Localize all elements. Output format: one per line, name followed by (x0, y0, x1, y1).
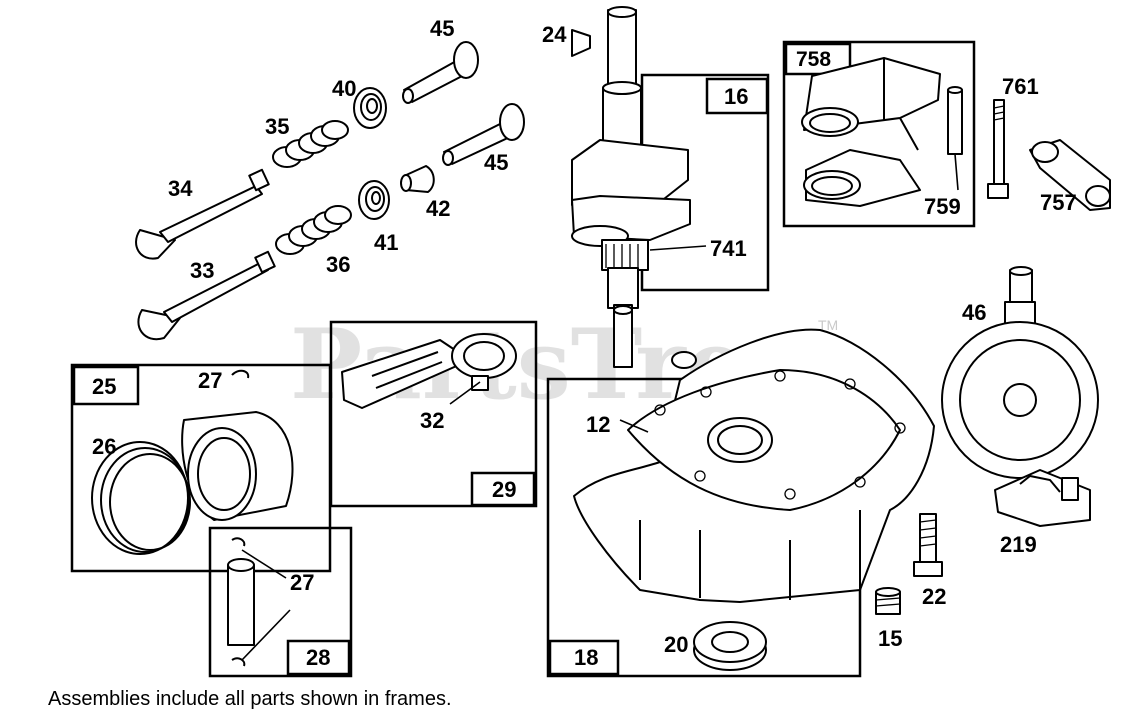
valve-spring-35 (272, 120, 349, 168)
valve-33 (137, 250, 276, 341)
oil-seal-20 (693, 621, 767, 671)
label-45-upper: 45 (430, 16, 454, 41)
label-20: 20 (664, 632, 688, 657)
frame-label-box-25 (72, 365, 140, 406)
label-34: 34 (168, 176, 193, 201)
crankshaft-741 (571, 6, 691, 368)
leader-741 (649, 245, 707, 251)
bolt-761 (987, 99, 1009, 199)
leader-12 (619, 419, 649, 433)
label-41: 41 (374, 230, 398, 255)
label-25: 25 (92, 374, 116, 399)
governor-pin-759 (947, 86, 963, 155)
footer-note: Assemblies include all parts shown in fr… (48, 688, 452, 710)
valve-keeper-42 (400, 165, 435, 193)
label-35: 35 (265, 114, 289, 139)
piston-25 (181, 411, 294, 521)
governor-bracket-758 (801, 57, 941, 207)
label-46: 46 (962, 300, 986, 325)
label-28: 28 (306, 645, 330, 670)
label-27-top: 27 (198, 368, 222, 393)
label-22: 22 (922, 584, 946, 609)
frame-piston-25 (70, 363, 332, 573)
label-26: 26 (92, 434, 116, 459)
frame-label-box-28 (286, 639, 351, 676)
piston-pin-28 (227, 537, 255, 667)
frame-label-box-29 (470, 471, 536, 507)
frame-piston-pin-28 (208, 526, 353, 678)
label-27-bottom: 27 (290, 570, 314, 595)
frame-label-box-18 (548, 639, 620, 676)
valve-34 (135, 168, 270, 260)
camshaft-46 (941, 266, 1099, 479)
crankshaft-key-24 (571, 29, 591, 57)
label-15: 15 (878, 626, 902, 651)
label-757: 757 (1040, 190, 1077, 215)
label-741: 741 (710, 236, 747, 261)
drain-plug-15 (875, 587, 901, 615)
connecting-link-757 (1029, 139, 1111, 211)
leader-32 (449, 381, 481, 405)
valve-spring-36 (275, 205, 352, 255)
tappet-45-lower (442, 103, 525, 166)
label-24: 24 (542, 22, 567, 47)
label-33: 33 (190, 258, 214, 283)
frame-label-box-16 (705, 77, 769, 115)
frame-assembly-758 (782, 40, 976, 228)
bolt-22 (913, 513, 943, 577)
connecting-rod-32 (341, 333, 517, 409)
label-45-lower: 45 (484, 150, 508, 175)
spring-retainer-40 (353, 87, 387, 129)
tappet-45-upper (402, 41, 479, 104)
label-761: 761 (1002, 74, 1039, 99)
label-758: 758 (796, 48, 831, 71)
label-42: 42 (426, 196, 450, 221)
label-36: 36 (326, 252, 350, 277)
watermark-trademark: TM (818, 317, 838, 333)
piston-rings-26 (91, 441, 191, 555)
circlip-27-top (231, 369, 250, 379)
label-12: 12 (586, 412, 610, 437)
leader-27-upper (241, 549, 287, 579)
crankcase-12 (573, 328, 935, 603)
leader-759 (954, 153, 959, 191)
label-759: 759 (924, 194, 961, 219)
label-32: 32 (420, 408, 444, 433)
spring-retainer-41 (358, 180, 390, 220)
label-29: 29 (492, 477, 516, 502)
label-18: 18 (574, 645, 598, 670)
label-16: 16 (724, 84, 748, 109)
governor-219 (994, 469, 1091, 527)
leader-27-lower (241, 609, 291, 661)
label-219: 219 (1000, 532, 1037, 557)
label-40: 40 (332, 76, 356, 101)
